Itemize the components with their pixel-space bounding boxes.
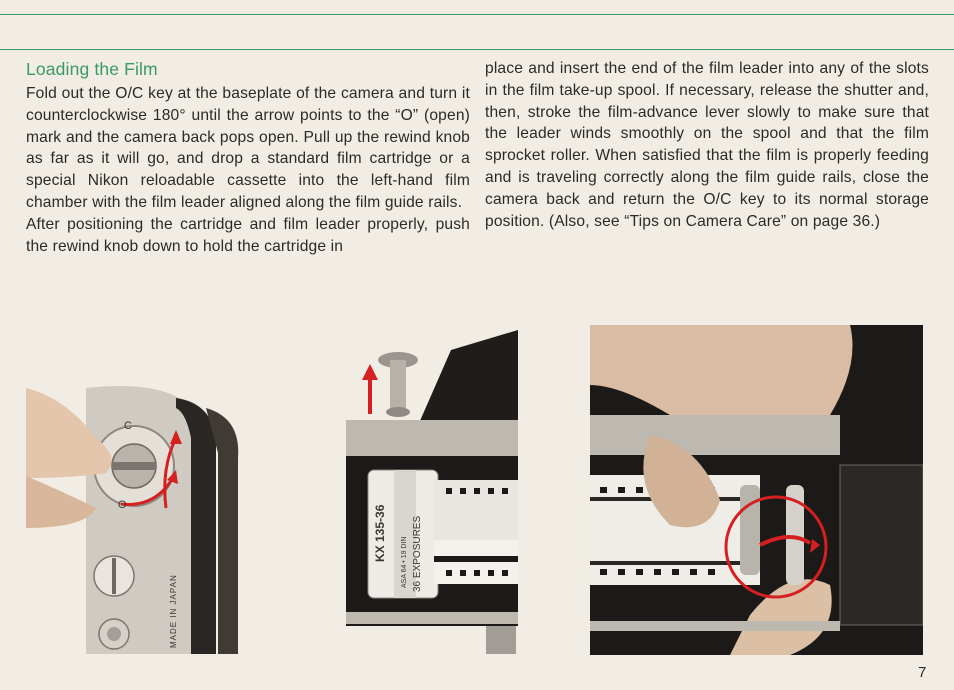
page-number: 7 (918, 664, 927, 681)
right-column: place and insert the end of the film lea… (485, 58, 929, 232)
take-up-spool-illustration (590, 325, 924, 655)
paragraph-1: Fold out the O/C key at the baseplate of… (26, 85, 470, 211)
left-column: Loading the Film Fold out the O/C key at… (26, 58, 470, 257)
cartridge-exposures-text: 36 EXPOSURES (412, 516, 423, 592)
key-mark-o: O (118, 499, 127, 511)
made-in-japan-text: MADE IN JAPAN (169, 574, 178, 648)
header-rule (0, 49, 954, 50)
baseplate-illustration: C O MADE IN JAPAN (26, 358, 240, 654)
key-mark-c: C (124, 420, 132, 432)
cartridge-speed-text: ASA 64 • 19 DIN (401, 537, 408, 588)
section-title: Loading the Film (26, 59, 158, 79)
cartridge-code-text: KX 135-36 (373, 504, 387, 562)
paragraph-2: After positioning the cartridge and film… (26, 215, 470, 255)
cartridge-figure: KX 135-36 ASA 64 • 19 DIN 36 EXPOSURES (346, 330, 518, 654)
top-rule (0, 14, 954, 15)
take-up-spool-figure (590, 325, 924, 655)
cartridge-illustration: KX 135-36 ASA 64 • 19 DIN 36 EXPOSURES (346, 330, 518, 654)
baseplate-figure: C O MADE IN JAPAN (26, 358, 240, 654)
paragraph-3: place and insert the end of the film lea… (485, 60, 929, 230)
